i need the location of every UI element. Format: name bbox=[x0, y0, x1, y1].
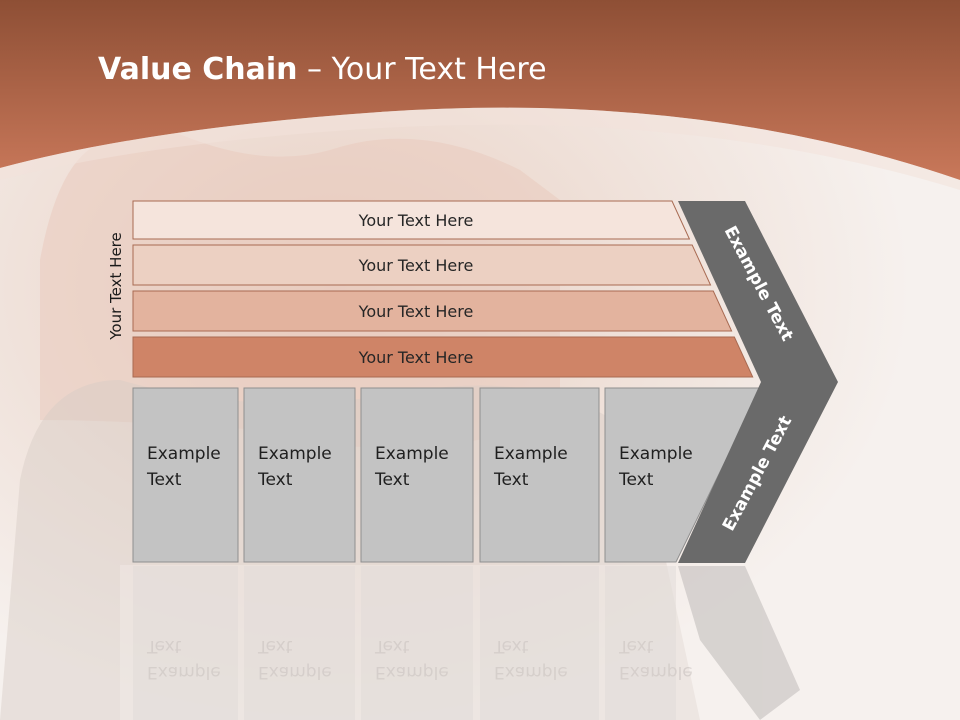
primary-row bbox=[132, 200, 691, 240]
support-box-reflection-line1: Example bbox=[258, 662, 332, 682]
support-box-reflection bbox=[480, 566, 599, 720]
slide-title: Value Chain – Your Text Here bbox=[98, 52, 547, 87]
chevron-reflection bbox=[678, 566, 800, 720]
support-box-reflection-line2: Text bbox=[374, 636, 410, 656]
support-box bbox=[132, 387, 239, 563]
support-box bbox=[243, 387, 356, 563]
support-box-reflection-line1: Example bbox=[494, 662, 568, 682]
primary-row-label: Your Text Here bbox=[358, 348, 474, 367]
support-box-reflection-line2: Text bbox=[146, 636, 182, 656]
support-box-reflection-line1: Example bbox=[375, 662, 449, 682]
support-box bbox=[479, 387, 600, 563]
primary-row bbox=[132, 336, 754, 378]
primary-row-label: Your Text Here bbox=[358, 256, 474, 275]
support-box-line2: Text bbox=[257, 470, 293, 490]
support-box-line2: Text bbox=[618, 470, 654, 490]
primary-row bbox=[132, 290, 733, 332]
header-band bbox=[0, 0, 960, 180]
support-box-line1: Example bbox=[375, 444, 449, 464]
support-box-line2: Text bbox=[146, 470, 182, 490]
reflection-fade bbox=[120, 565, 840, 720]
support-box-reflection-line2: Text bbox=[493, 636, 529, 656]
support-box-reflection bbox=[605, 566, 676, 720]
primary-row-label: Your Text Here bbox=[358, 211, 474, 230]
support-box-line1: Example bbox=[619, 444, 693, 464]
support-box-reflection-line2: Text bbox=[257, 636, 293, 656]
support-box-reflection-line1: Example bbox=[147, 662, 221, 682]
support-box-line1: Example bbox=[258, 444, 332, 464]
support-box-reflection bbox=[133, 566, 238, 720]
support-box-reflection-line1: Example bbox=[619, 662, 693, 682]
value-chevron bbox=[678, 201, 838, 563]
support-box-reflection-line2: Text bbox=[618, 636, 654, 656]
support-box-line2: Text bbox=[493, 470, 529, 490]
support-box bbox=[360, 387, 474, 563]
header-wave bbox=[0, 107, 960, 190]
support-box-line1: Example bbox=[494, 444, 568, 464]
support-box-reflection bbox=[361, 566, 473, 720]
support-box-line1: Example bbox=[147, 444, 221, 464]
support-box-line2: Text bbox=[374, 470, 410, 490]
support-box-reflection bbox=[244, 566, 355, 720]
title-rest: – Your Text Here bbox=[297, 52, 547, 87]
primary-row-label: Your Text Here bbox=[358, 302, 474, 321]
support-box bbox=[604, 387, 762, 563]
title-bold: Value Chain bbox=[98, 52, 298, 87]
primary-row bbox=[132, 244, 712, 286]
